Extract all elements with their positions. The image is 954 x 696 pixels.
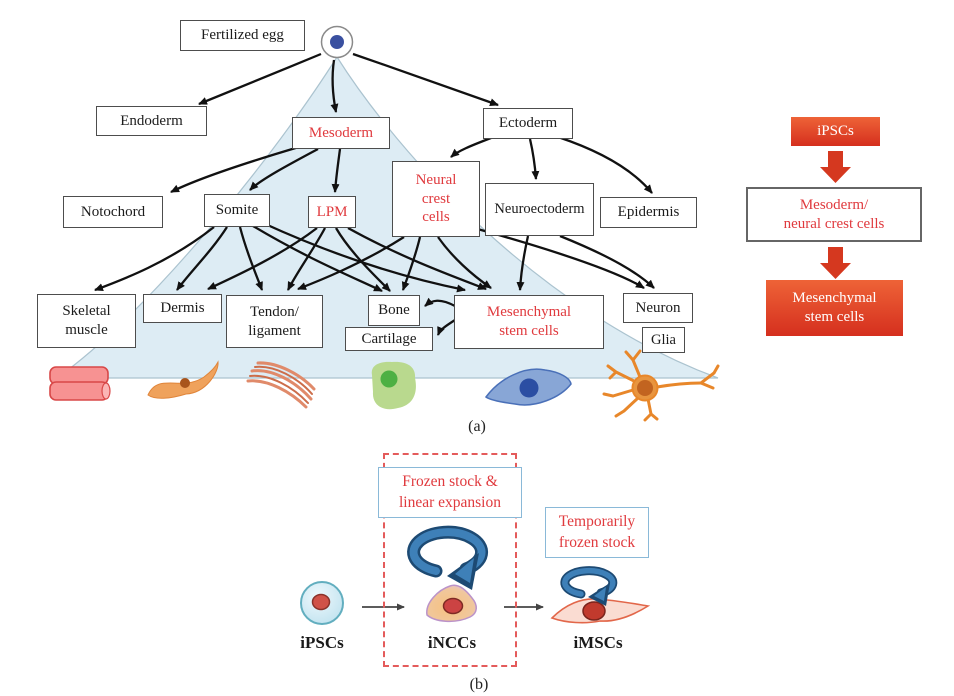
box-neuroectoderm: Neuroectoderm xyxy=(485,183,594,236)
box-somite: Somite xyxy=(204,194,270,227)
fertilized-egg-icon xyxy=(320,25,354,59)
side-flow-arrows xyxy=(820,151,851,279)
lineage-arrows xyxy=(94,52,655,336)
imsc-cell-icon xyxy=(550,598,651,624)
box-fertilized-egg: Fertilized egg xyxy=(180,20,305,51)
tendon-fiber-icon xyxy=(246,361,316,409)
incc-cell-icon xyxy=(426,584,477,623)
frozen-stock-dashed-region xyxy=(383,453,517,667)
frozen-stock-label-box: Frozen stock & linear expansion xyxy=(378,467,522,518)
mesenchymal-cell-icon xyxy=(484,368,572,406)
box-epidermis: Epidermis xyxy=(600,197,697,228)
panel-b-caption: (b) xyxy=(469,676,489,693)
box-mesoderm: Mesoderm xyxy=(292,117,390,149)
box-skeletal-muscle: Skeletal muscle xyxy=(37,294,136,348)
red-down-arrow xyxy=(820,151,851,183)
box-bone: Bone xyxy=(368,295,420,326)
box-lpm: LPM xyxy=(308,196,356,228)
inccs-label: iNCCs xyxy=(427,633,477,652)
fibroblast-icon xyxy=(147,360,219,399)
box-cartilage: Cartilage xyxy=(345,327,433,351)
ipsc-cell-icon xyxy=(300,581,344,625)
panel-a-caption: (a) xyxy=(468,418,486,435)
box-tendon-ligament: Tendon/ ligament xyxy=(226,295,323,348)
box-mesenchymal-stem-cells-summary: Mesenchymal stem cells xyxy=(766,280,903,336)
red-down-arrow xyxy=(820,247,851,279)
box-mesoderm-neural-crest: Mesoderm/ neural crest cells xyxy=(746,187,922,242)
imscs-label: iMSCs xyxy=(573,633,623,652)
box-mesenchymal-stem-cells: Mesenchymal stem cells xyxy=(454,295,604,349)
expansion-cycle-arrow xyxy=(407,525,489,590)
box-ectoderm: Ectoderm xyxy=(483,108,573,139)
small-cycle-arrow xyxy=(560,566,618,606)
box-neuron: Neuron xyxy=(623,293,693,323)
box-dermis: Dermis xyxy=(143,294,222,323)
box-glia: Glia xyxy=(642,327,685,353)
muscle-fiber-icon xyxy=(49,366,111,401)
chondrocyte-icon xyxy=(371,361,416,410)
box-endoderm: Endoderm xyxy=(96,106,207,136)
box-notochord: Notochord xyxy=(63,196,163,228)
neuron-icon xyxy=(602,349,720,422)
temporarily-frozen-label-box: Temporarily frozen stock xyxy=(545,507,649,558)
ipscs-label: iPSCs xyxy=(300,633,344,652)
box-neural-crest-cells: Neural crest cells xyxy=(392,161,480,237)
box-ipscs-summary: iPSCs xyxy=(791,117,880,146)
